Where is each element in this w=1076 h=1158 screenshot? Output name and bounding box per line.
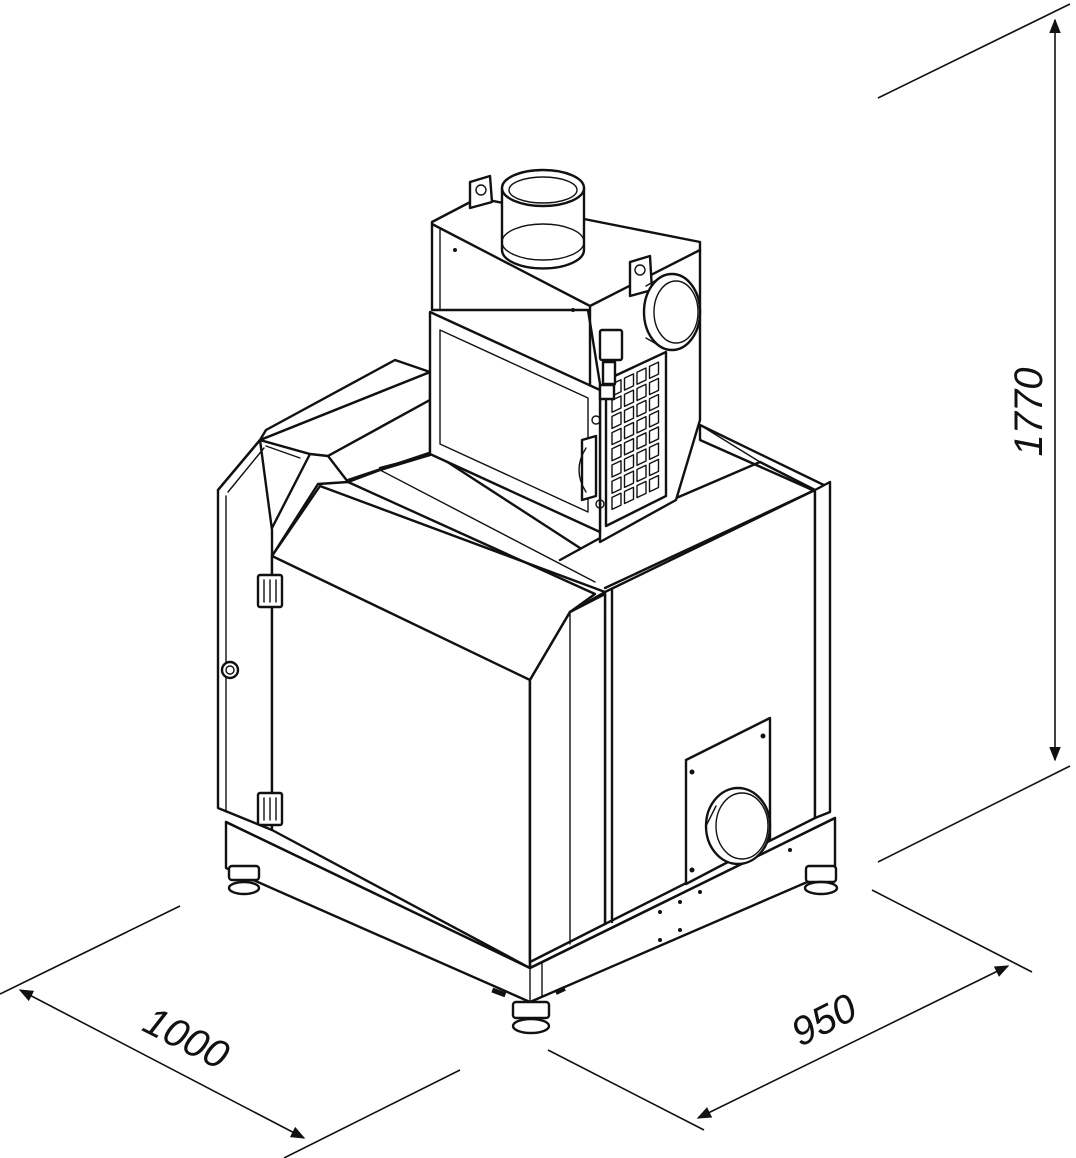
filter-grid-cell <box>636 480 647 499</box>
left-side-panel <box>216 438 312 832</box>
outlet-duct-side <box>642 272 702 352</box>
filter-grid-cell <box>623 470 635 489</box>
foot-front <box>511 1000 551 1035</box>
foot-left <box>227 864 261 896</box>
filter-grid-cell <box>611 460 622 478</box>
filter-grid-cell <box>611 476 622 494</box>
cabinet-top <box>258 358 832 590</box>
filter-grid-cell <box>636 432 647 450</box>
filter-grid-cell <box>623 421 635 440</box>
filter-grid-cell <box>636 448 647 466</box>
filter-grid-cell <box>611 411 622 430</box>
filter-grid-cell <box>648 361 660 380</box>
filter-grid-cell <box>648 393 660 412</box>
filter-grid-cell <box>648 442 660 461</box>
dimension-depth: 1000 <box>0 905 461 1158</box>
dimension-width-label: 950 <box>784 986 863 1056</box>
filter-grid-cell <box>611 492 622 511</box>
filter-grid-cell <box>623 454 635 472</box>
filter-door-handle <box>578 415 605 509</box>
filter-grid-cell <box>611 443 622 462</box>
filter-grid-cell <box>636 399 647 418</box>
outlet-duct-top <box>500 168 586 270</box>
door-hinge-upper <box>256 573 284 609</box>
filter-grid-cell <box>636 464 647 483</box>
dimension-height-label: 1770 <box>1007 368 1051 457</box>
filter-grid-cell <box>648 458 660 477</box>
filter-grid-cell <box>636 415 647 434</box>
filter-grid-panel <box>604 350 668 528</box>
dimension-height: 1770 <box>877 3 1071 863</box>
lower-corner-strip <box>528 592 607 964</box>
filter-door <box>428 310 602 534</box>
filter-grid-cell <box>636 367 647 385</box>
filter-grid-cell <box>611 395 622 413</box>
filter-grid-cell <box>648 426 660 444</box>
filter-grid-cell <box>648 410 660 428</box>
dimension-depth-label: 1000 <box>136 999 235 1079</box>
filter-grid-cell <box>611 427 622 446</box>
lifting-lug-rear <box>468 174 494 210</box>
filter-grid-cell <box>636 383 647 402</box>
door-lock-knob <box>220 660 240 680</box>
filter-grid-cell <box>623 405 635 424</box>
filter-grid-cell <box>623 389 635 408</box>
door-hinge-lower <box>256 791 284 827</box>
inlet-port <box>704 786 772 866</box>
filter-grid-cell <box>648 474 660 493</box>
filter-grid-cell <box>623 486 635 505</box>
foot-right <box>803 864 839 896</box>
filter-grid-cell <box>648 377 660 396</box>
front-panel <box>270 480 607 970</box>
pressure-switch <box>598 328 624 401</box>
filter-grid-cell <box>623 437 635 456</box>
filter-grid-cell <box>623 373 635 391</box>
